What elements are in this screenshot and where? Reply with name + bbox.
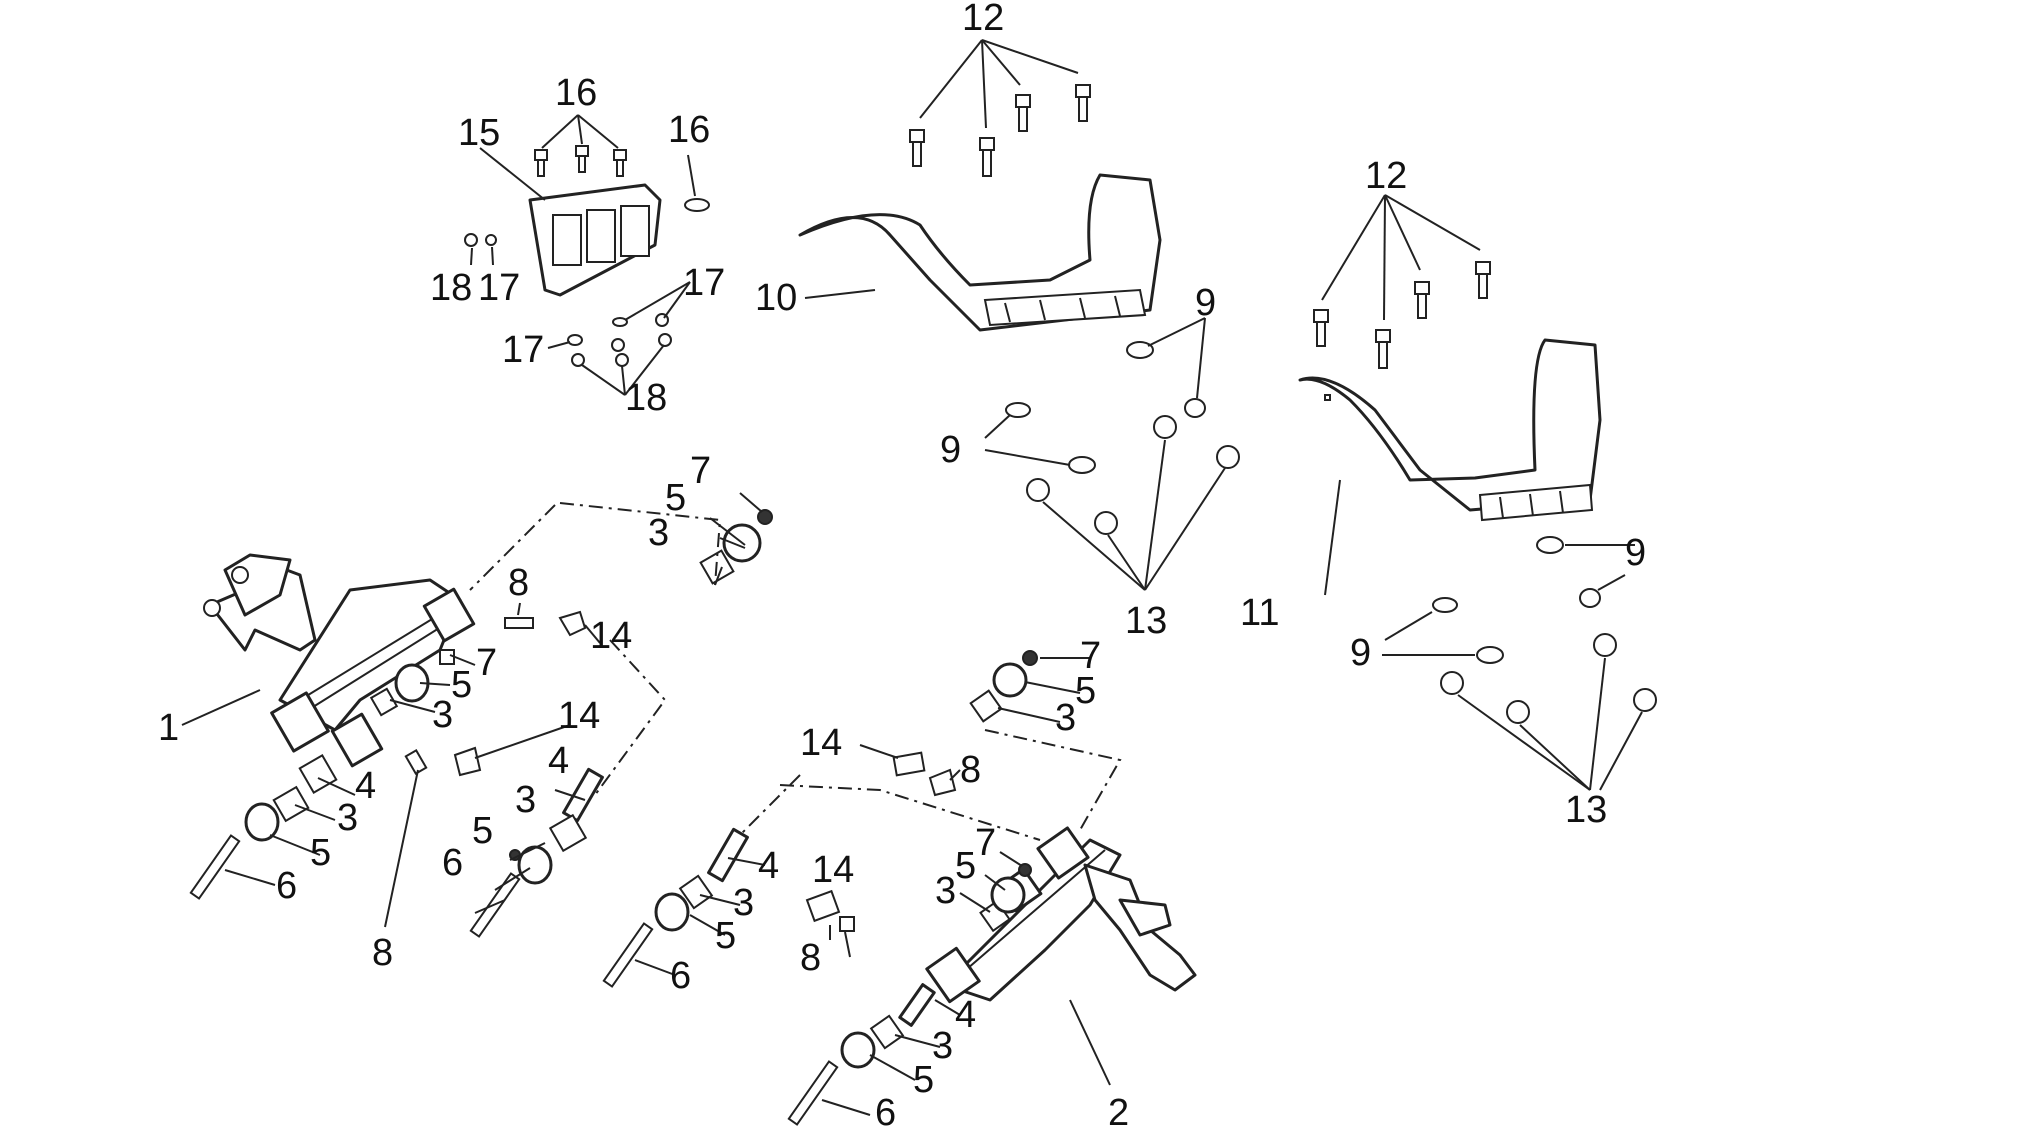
callout-8: 8 <box>508 562 529 604</box>
callout-7: 7 <box>476 642 497 684</box>
callout-17: 17 <box>683 262 725 304</box>
callout-3: 3 <box>515 779 536 821</box>
callout-5: 5 <box>955 845 976 887</box>
callout-8: 8 <box>960 749 981 791</box>
callout-5: 5 <box>665 477 686 519</box>
callout-7: 7 <box>975 822 996 864</box>
bolt-12-right <box>1313 261 1491 369</box>
callout-7: 7 <box>690 450 711 492</box>
callout-5: 5 <box>451 664 472 706</box>
callout-12: 12 <box>962 0 1004 39</box>
callout-8: 8 <box>372 932 393 974</box>
callout-6: 6 <box>442 842 463 884</box>
swing-arm-left <box>181 492 773 938</box>
callout-3: 3 <box>935 870 956 912</box>
callout-13: 13 <box>1565 789 1607 831</box>
callout-9: 9 <box>1350 632 1371 674</box>
callout-15: 15 <box>458 112 500 154</box>
callout-18: 18 <box>430 267 472 309</box>
callout-3: 3 <box>648 512 669 554</box>
footrest-right <box>1298 194 1657 791</box>
callout-5: 5 <box>310 832 331 874</box>
callout-9: 9 <box>1195 282 1216 324</box>
callout-6: 6 <box>276 865 297 907</box>
callout-7: 7 <box>1080 635 1101 677</box>
callout-4: 4 <box>355 765 376 807</box>
callout-14: 14 <box>558 695 600 737</box>
callout-16: 16 <box>555 72 597 114</box>
callout-12: 12 <box>1365 155 1407 197</box>
callout-5: 5 <box>472 810 493 852</box>
callout-13: 13 <box>1125 600 1167 642</box>
swing-arm-right <box>602 650 1197 1126</box>
bolt-16 <box>534 145 710 212</box>
callout-3: 3 <box>733 882 754 924</box>
callout-3: 3 <box>432 694 453 736</box>
callout-14: 14 <box>800 722 842 764</box>
callout-17: 17 <box>502 329 544 371</box>
callout-4: 4 <box>548 740 569 782</box>
callout-10: 10 <box>755 277 797 319</box>
callout-17: 17 <box>478 267 520 309</box>
callout-14: 14 <box>590 615 632 657</box>
callout-14: 14 <box>812 849 854 891</box>
callout-11: 11 <box>1240 592 1279 634</box>
callout-5: 5 <box>715 915 736 957</box>
callout-8: 8 <box>800 937 821 979</box>
callout-4: 4 <box>955 994 976 1036</box>
callout-3: 3 <box>1055 697 1076 739</box>
mounting-plate-assembly <box>464 114 710 396</box>
callout-6: 6 <box>670 955 691 997</box>
callout-9: 9 <box>940 429 961 471</box>
callout-5: 5 <box>913 1059 934 1101</box>
callout-1: 1 <box>158 707 179 749</box>
callout-3: 3 <box>337 797 358 839</box>
callout-4: 4 <box>758 845 779 887</box>
callout-labels: 1 2 3 3 3 3 3 3 3 3 4 4 4 4 5 5 5 5 5 5 … <box>158 0 1646 1133</box>
callout-5: 5 <box>1075 670 1096 712</box>
callout-16: 16 <box>668 109 710 151</box>
bolt-12-top <box>909 84 1091 177</box>
callout-2: 2 <box>1108 1092 1129 1133</box>
callout-9: 9 <box>1625 532 1646 574</box>
callout-18: 18 <box>625 377 667 419</box>
footrest-left <box>798 39 1240 591</box>
callout-6: 6 <box>875 1092 896 1133</box>
callout-3: 3 <box>932 1025 953 1067</box>
